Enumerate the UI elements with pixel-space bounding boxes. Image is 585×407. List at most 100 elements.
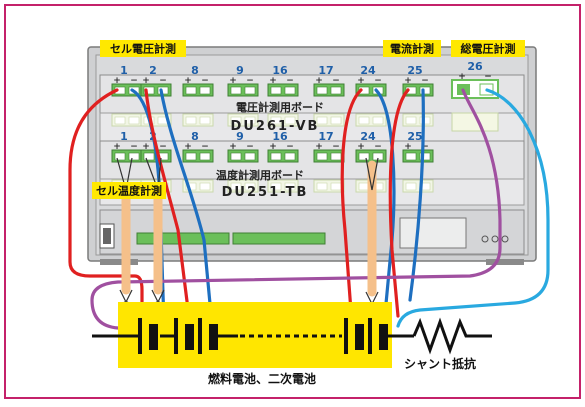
- label-board-temp-model: DU251-TB: [222, 185, 309, 200]
- polarity-minus-voltage-ch16: −: [286, 76, 294, 86]
- battery-area: [118, 302, 392, 368]
- polarity-minus-temp-ch2: −: [159, 142, 167, 152]
- polarity-plus-voltage-ch9: +: [229, 76, 237, 86]
- polarity-plus-temp-ch24: +: [357, 142, 365, 152]
- wire-total-minus: [396, 88, 550, 328]
- indicator-led-3: [501, 235, 509, 243]
- connector-strip-1: [136, 232, 230, 245]
- terminal-hole-voltage-ch9-a: [230, 86, 242, 95]
- terminal-hole-temp-ch1-a: [114, 152, 126, 161]
- channel-number-temp-ch1: 1: [120, 130, 128, 143]
- polarity-plus-temp-ch8: +: [184, 142, 192, 152]
- terminal-hole-temp-ch8-a: [185, 152, 197, 161]
- channel-number-temp-ch8: 8: [191, 130, 199, 143]
- polarity-minus-total: −: [484, 72, 492, 82]
- label-shunt: シャント抵抗: [404, 356, 476, 371]
- polarity-plus-temp-ch25: +: [404, 142, 412, 152]
- foot-left: [100, 259, 138, 265]
- label-cell-voltage: セル電圧計測: [110, 42, 176, 56]
- shunt-resistor: [412, 317, 492, 355]
- polarity-minus-temp-ch1: −: [130, 142, 138, 152]
- terminal-hole-voltage-ghost-ch9-b: [244, 116, 256, 125]
- label-current-bg: [383, 40, 441, 57]
- terminal-hole-temp-ghost-ch17-a: [316, 182, 328, 191]
- terminal-hole-voltage-ghost-ch1-a: [114, 116, 126, 125]
- label-cell-temp-bg: [92, 182, 166, 199]
- polarity-minus-voltage-ch8: −: [201, 76, 209, 86]
- wire-cell2-minus: [159, 88, 214, 327]
- terminal-hole-temp-ch9-a: [230, 152, 242, 161]
- terminal-hole-voltage-ghost-ch24-a: [358, 116, 370, 125]
- terminal-hole-temp-ghost-ch9-b: [244, 182, 256, 191]
- label-total-voltage-bg: [451, 40, 525, 57]
- cell-plate-short-3: [355, 324, 364, 350]
- terminal-hole-voltage-ch25-b: [419, 86, 431, 95]
- polarity-plus-temp-ch16: +: [269, 142, 277, 152]
- terminal-hole-voltage-ghost-ch17-b: [330, 116, 342, 125]
- label-board-voltage: 電圧計測用ボード: [236, 100, 324, 114]
- channel-number-voltage-ch1: 1: [120, 64, 128, 77]
- channel-number-voltage-ch9: 9: [236, 64, 244, 77]
- wire-cell2-plus: [144, 88, 192, 327]
- label-board-voltage-model: DU261-VB: [231, 119, 320, 134]
- terminal-hole-temp-ch25-b: [419, 152, 431, 161]
- polarity-plus-voltage-ch17: +: [315, 76, 323, 86]
- polarity-minus-temp-ch17: −: [332, 142, 340, 152]
- polarity-plus-voltage-ch1: +: [113, 76, 121, 86]
- channel-number-voltage-ch8: 8: [191, 64, 199, 77]
- wire-total-plus: [90, 88, 502, 332]
- terminal-hole-voltage-ghost-ch9-a: [230, 116, 242, 125]
- terminal-hole-voltage-ch17-b: [330, 86, 342, 95]
- channel-number-temp-ch17: 17: [318, 130, 333, 143]
- cell-plate-short-4: [379, 324, 388, 350]
- polarity-plus-total: +: [458, 72, 466, 82]
- polarity-plus-temp-ch2: +: [142, 142, 150, 152]
- terminal-hole-temp-ch1-b: [128, 152, 140, 161]
- label-battery: 燃料電池、二次電池: [208, 371, 316, 386]
- cell-plate-short-0: [149, 324, 158, 350]
- polarity-minus-temp-ch25: −: [421, 142, 429, 152]
- power-switch-toggle: [103, 228, 111, 244]
- polarity-minus-voltage-ch1: −: [130, 76, 138, 86]
- channel-number-temp-ch16: 16: [272, 130, 288, 143]
- label-board-temp: 温度計測用ボード: [216, 168, 304, 182]
- polarity-plus-voltage-ch25: +: [404, 76, 412, 86]
- terminal-hole-temp-ch8-b: [199, 152, 211, 161]
- probe-lead-5: [371, 157, 379, 191]
- terminal-hole-temp-ch16-a: [270, 152, 282, 161]
- terminal-hole-temp-ch9-b: [244, 152, 256, 161]
- terminal-hole-voltage-ch8-b: [199, 86, 211, 95]
- channel-number-voltage-ch2: 2: [149, 64, 157, 77]
- polarity-minus-voltage-ch17: −: [332, 76, 340, 86]
- polarity-plus-voltage-ch16: +: [269, 76, 277, 86]
- terminal-hole-voltage-ghost-ch24-b: [372, 116, 384, 125]
- label-total-voltage: 総電圧計測: [461, 42, 516, 56]
- terminal-hole-voltage-ch2-a: [143, 86, 155, 95]
- terminal-hole-temp-ch16-b: [284, 152, 296, 161]
- polarity-plus-temp-ch1: +: [113, 142, 121, 152]
- channel-number-total-ch26: 26: [467, 60, 483, 73]
- terminal-hole-voltage-ch16-a: [270, 86, 282, 95]
- polarity-plus-temp-ch9: +: [229, 142, 237, 152]
- channel-number-temp-ch9: 9: [236, 130, 244, 143]
- terminal-hole-temp-ch17-a: [316, 152, 328, 161]
- channel-number-voltage-ch24: 24: [360, 64, 376, 77]
- label-cell-voltage-bg: [100, 40, 186, 57]
- channel-number-temp-ch24: 24: [360, 130, 376, 143]
- terminal-hole-voltage-ch9-b: [244, 86, 256, 95]
- terminal-hole-voltage-ghost-ch25-b: [419, 116, 431, 125]
- terminal-hole-temp-ghost-ch16-a: [270, 182, 282, 191]
- polarity-minus-voltage-ch24: −: [374, 76, 382, 86]
- probe-lead-4: [365, 157, 373, 191]
- polarity-minus-voltage-ch9: −: [246, 76, 254, 86]
- terminal-hole-voltage-ghost-ch1-b: [128, 116, 140, 125]
- foot-right: [486, 259, 524, 265]
- terminal-hole-voltage-ghost-ch16-a: [270, 116, 282, 125]
- terminal-hole-voltage-ch8-a: [185, 86, 197, 95]
- terminal-hole-voltage-ghost-ch25-a: [405, 116, 417, 125]
- connector-strip-2: [232, 232, 326, 245]
- polarity-minus-voltage-ch2: −: [159, 76, 167, 86]
- indicator-led-2: [491, 235, 499, 243]
- cell-plate-short-2: [209, 324, 218, 350]
